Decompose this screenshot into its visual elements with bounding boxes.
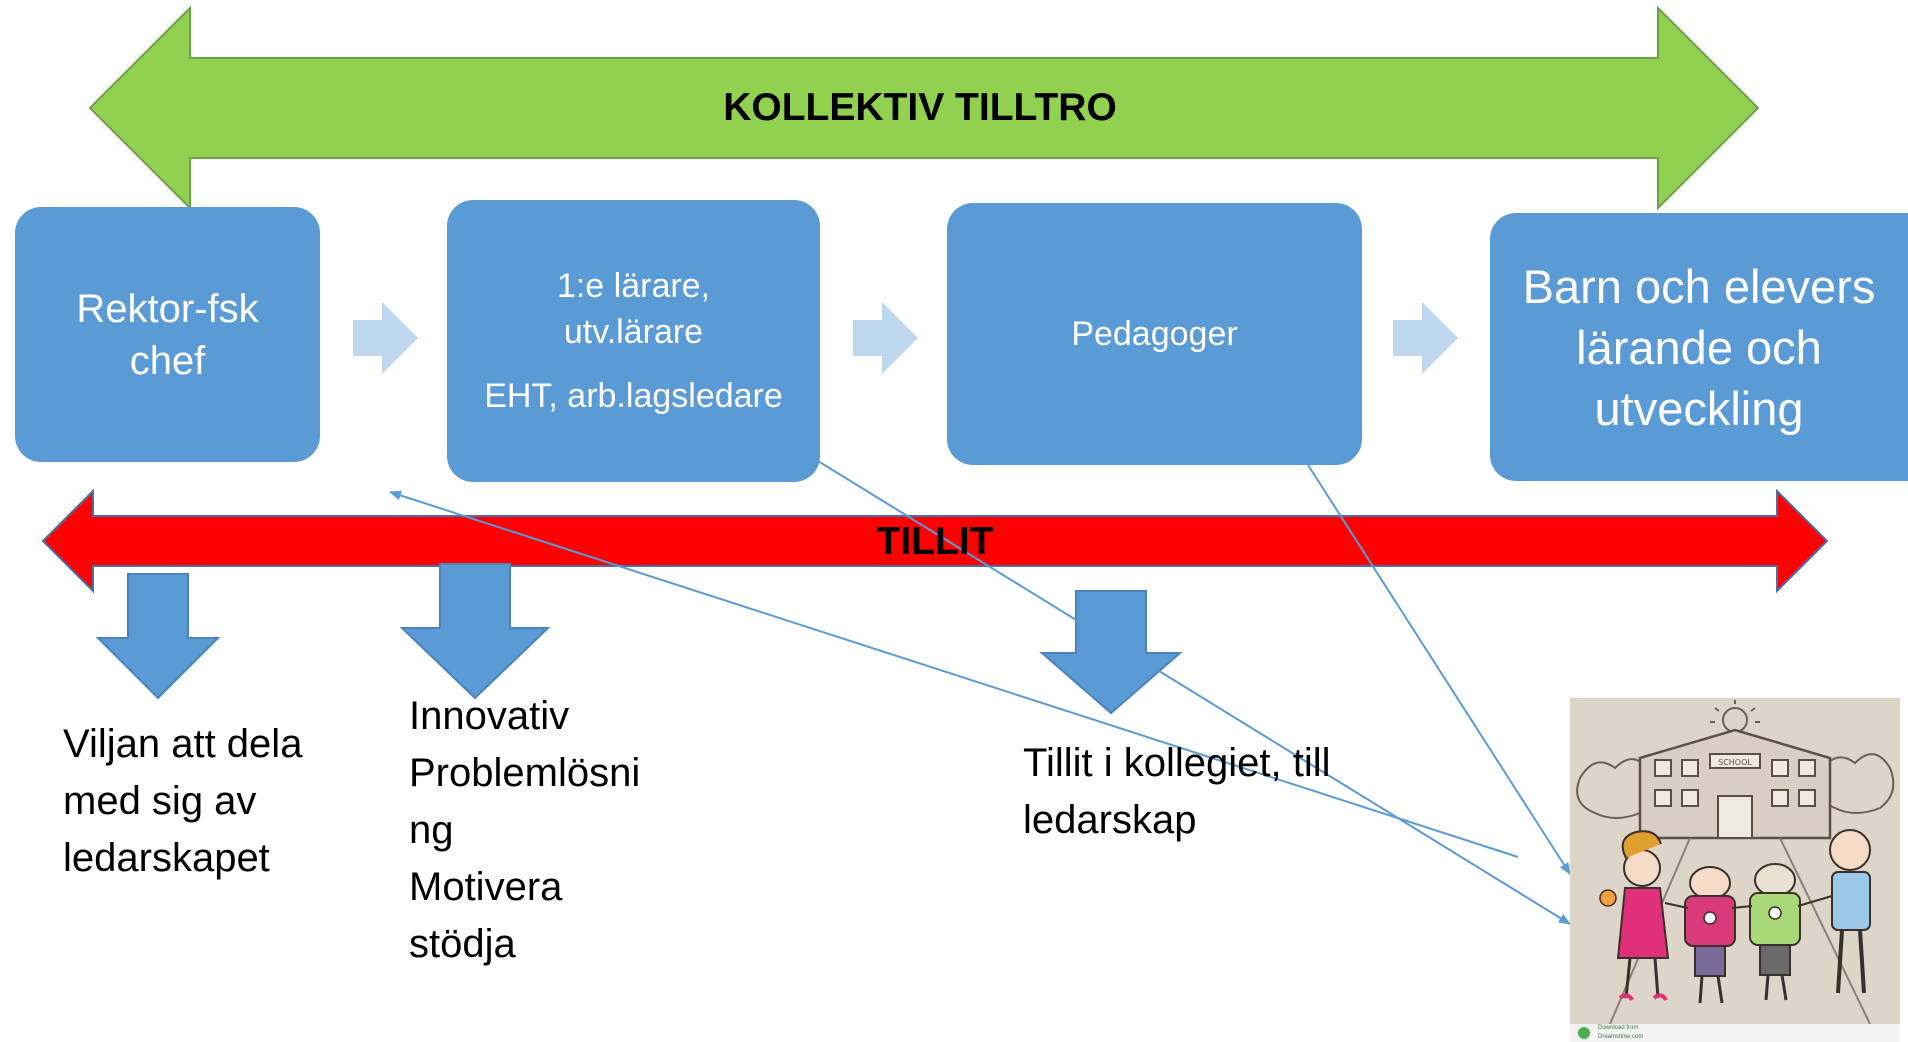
box-barn-line-2: lärande och — [1576, 320, 1822, 374]
kollektiv-tilltro-label: KOLLEKTIV TILLTRO — [723, 86, 1117, 129]
box-rektor-line-1: Rektor-fsk — [76, 286, 259, 331]
connector-line-1 — [389, 490, 1519, 858]
box-barn: Barn och elevers lärande och utveckling — [1490, 213, 1908, 481]
connector-line-2 — [817, 460, 1571, 925]
dreamstime-logo-icon — [1578, 1027, 1590, 1039]
flow-arrow-2 — [853, 302, 918, 374]
caption-innovativ-line-4: Motivera — [409, 865, 563, 909]
school-sign-text: SCHOOL — [1718, 758, 1752, 767]
caption-innovativ-line-1: Innovativ — [409, 694, 570, 738]
tillit-label: TILLIT — [876, 520, 994, 563]
caption-viljan: Viljan att dela med sig av ledarskapet — [63, 716, 302, 887]
box-pedagoger: Pedagoger — [947, 203, 1362, 465]
down-arrow-2 — [399, 563, 551, 700]
image-credit-line-2: Dreamstime.com — [1598, 1034, 1644, 1040]
box-barn-line-1: Barn och elevers — [1522, 259, 1876, 313]
caption-tillit-line-2: ledarskap — [1023, 798, 1197, 842]
caption-innovativ-line-2: Problemlösni — [409, 751, 641, 795]
flow-arrow-1 — [353, 302, 418, 374]
caption-innovativ: Innovativ Problemlösni ng Motivera stödj… — [409, 688, 640, 973]
box-larare-line-1: 1:e lärare, — [556, 267, 711, 305]
caption-tillit-line-1: Tillit i kollegiet, till — [1023, 741, 1331, 785]
caption-tillit: Tillit i kollegiet, till ledarskap — [1023, 735, 1330, 849]
down-arrow-3 — [1039, 590, 1183, 715]
flow-arrow-3 — [1393, 302, 1458, 374]
image-credit: Download from Dreamstime.com — [1570, 1024, 1900, 1042]
box-larare-line-3: EHT, arb.lagsledare — [484, 377, 783, 415]
caption-viljan-line-3: ledarskapet — [63, 836, 270, 880]
school-children-illustration: SCHOOL Download from Dream — [1570, 698, 1900, 1042]
connector-line-3 — [1307, 464, 1571, 875]
box-pedagoger-line-1: Pedagoger — [1071, 315, 1238, 353]
box-rektor: Rektor-fsk chef — [15, 207, 320, 462]
box-barn-line-3: utveckling — [1594, 381, 1804, 435]
box-larare: 1:e lärare, utv.lärare EHT, arb.lagsleda… — [447, 200, 820, 482]
caption-innovativ-line-3: ng — [409, 808, 454, 852]
caption-innovativ-line-5: stödja — [409, 922, 516, 966]
down-arrow-1 — [95, 573, 221, 700]
kollektiv-tilltro-arrow — [88, 5, 1760, 211]
caption-viljan-line-1: Viljan att dela — [63, 722, 303, 766]
image-credit-line-1: Download from — [1598, 1025, 1639, 1031]
caption-viljan-line-2: med sig av — [63, 779, 257, 823]
box-larare-line-2: utv.lärare — [563, 313, 704, 351]
school-drawing: SCHOOL — [1576, 700, 1895, 1025]
box-rektor-line-2: chef — [129, 338, 206, 383]
